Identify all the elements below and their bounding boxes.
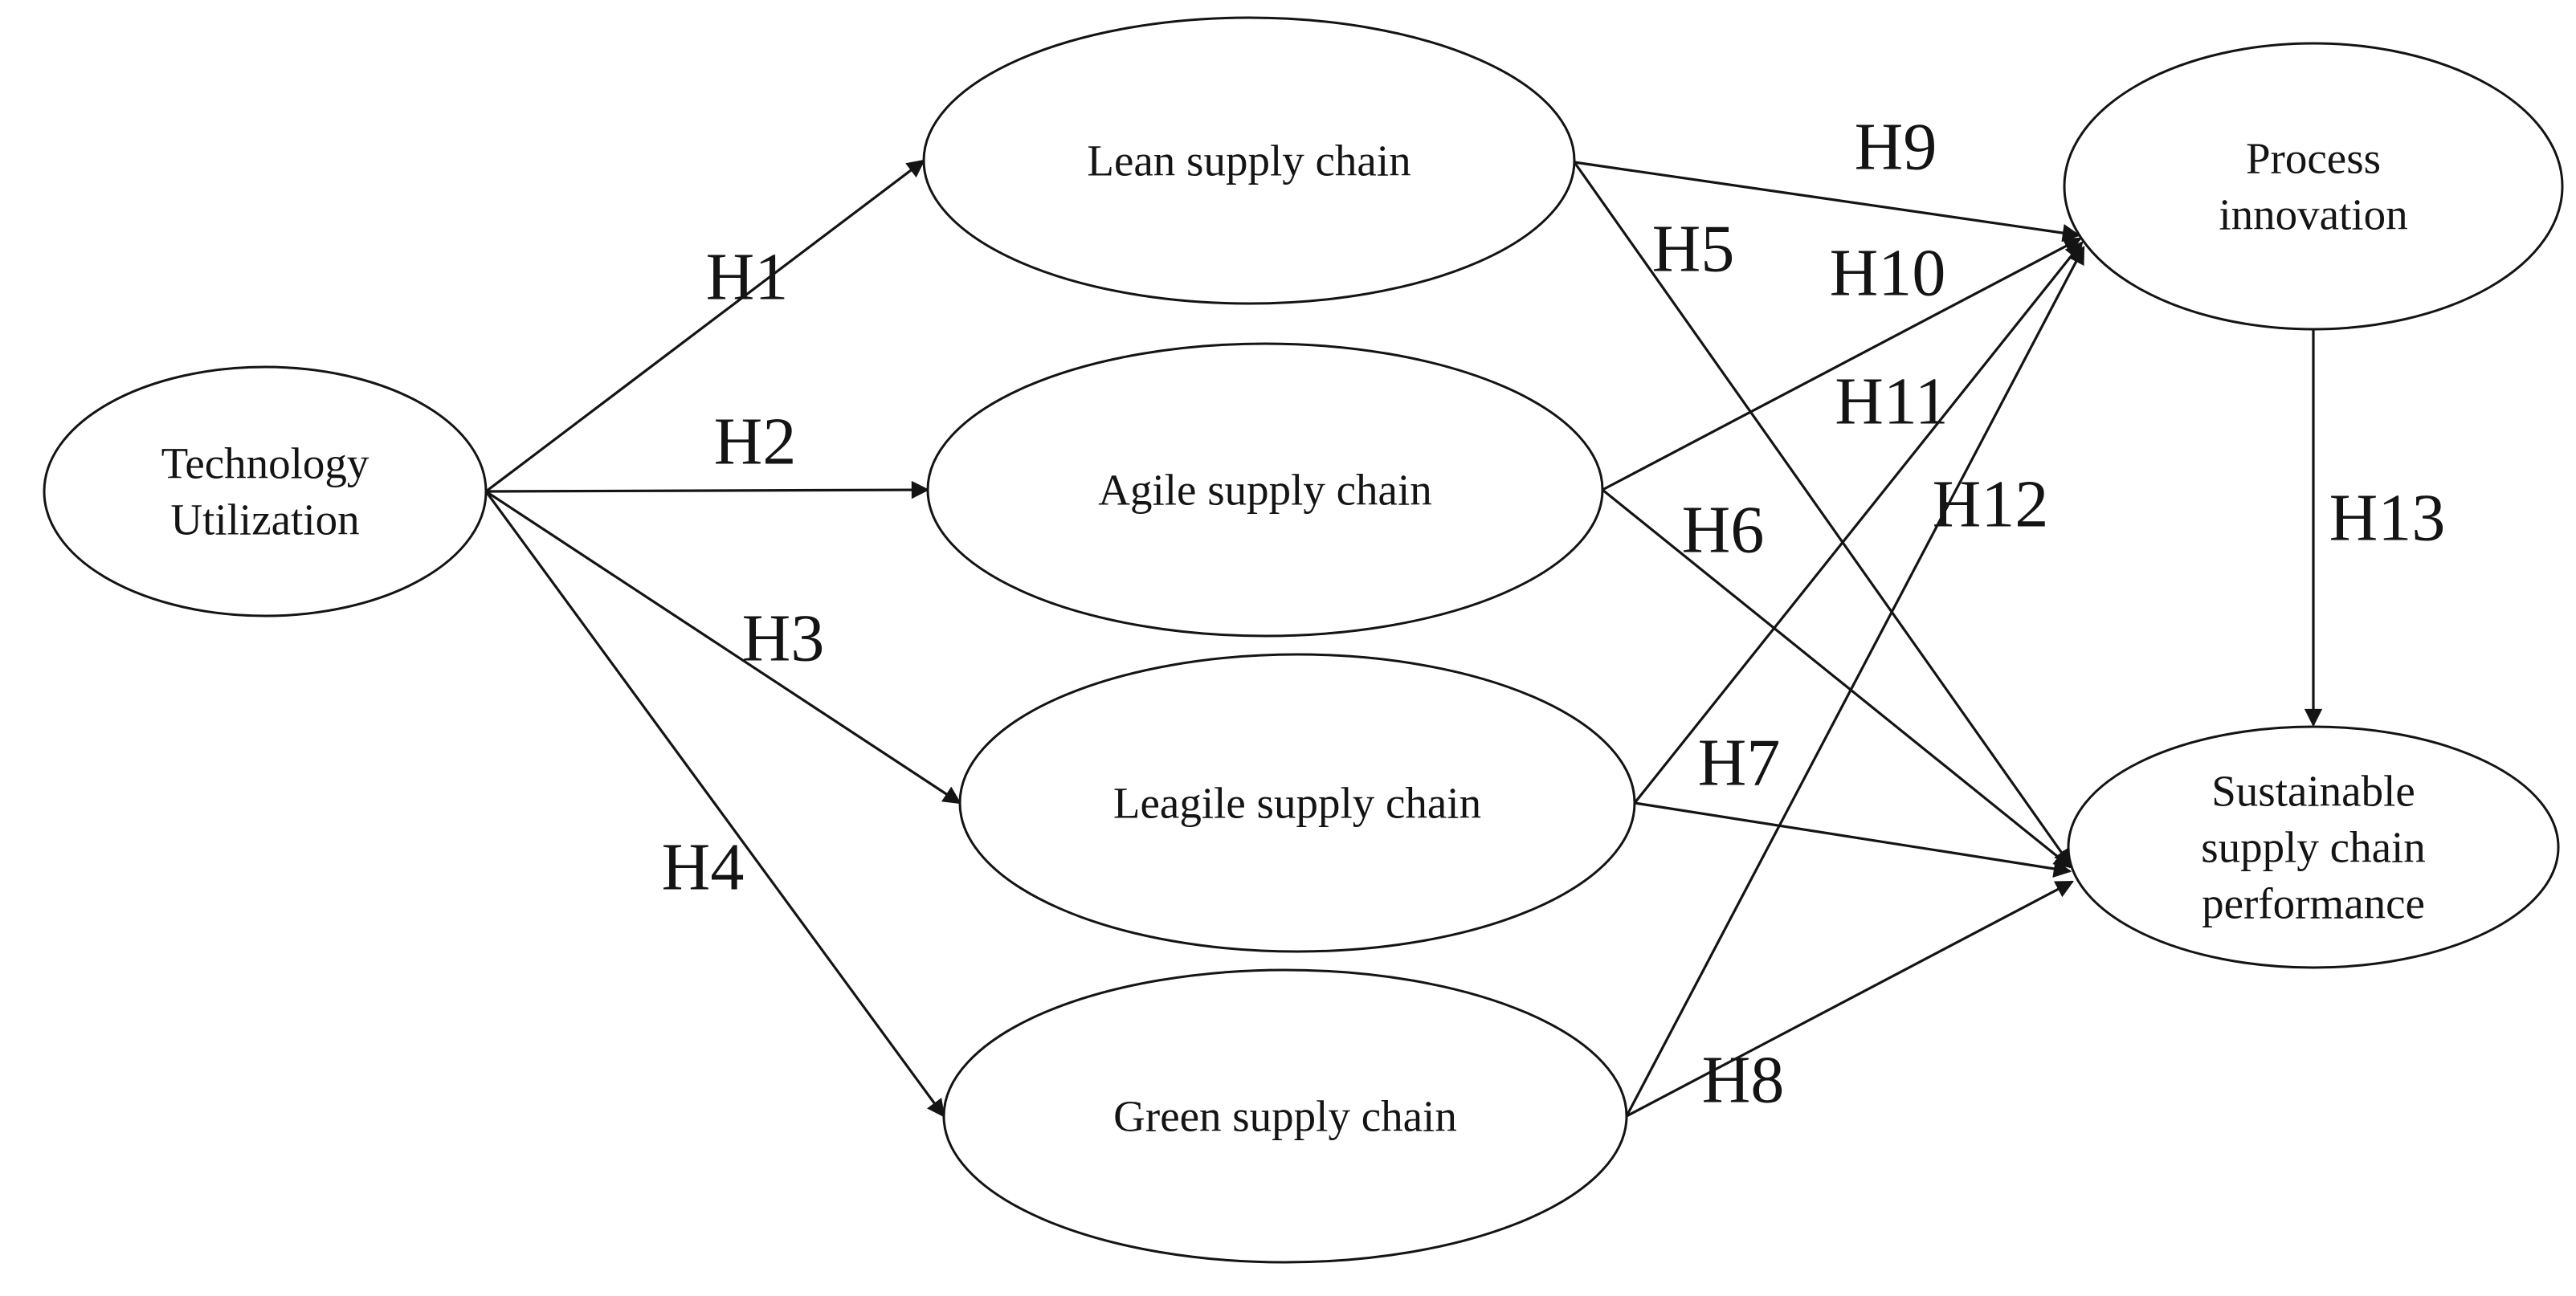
node-label-line-leagile-supply-chain: Leagile supply chain <box>1113 779 1481 828</box>
edge-label-h12: H12 <box>1933 467 2049 542</box>
node-ellipse-leagile-supply-chain <box>958 653 1636 953</box>
edge-label-h9: H9 <box>1855 110 1937 185</box>
edge-label-h2: H2 <box>714 405 797 479</box>
edge-label-h8: H8 <box>1702 1043 1785 1118</box>
node-label-line-lean-supply-chain: Lean supply chain <box>1087 137 1410 185</box>
edge-line-h1 <box>485 159 925 493</box>
edge-label-h10: H10 <box>1830 236 1946 311</box>
node-label-line-process-innovation: innovation <box>2219 190 2407 239</box>
node-label-process-innovation: Process innovation <box>2219 134 2407 239</box>
edge-label-h3: H3 <box>742 601 825 676</box>
edge-line-h11 <box>1633 241 2084 804</box>
edge-line-h8 <box>1626 880 2074 1118</box>
edge-line-h2 <box>485 480 930 499</box>
edge-line-h12 <box>1625 246 2085 1117</box>
node-label-line-technology-utilization: Utilization <box>170 495 359 544</box>
node-label-leagile-supply-chain: Leagile supply chain <box>1113 779 1481 828</box>
edges-layer <box>484 159 2323 1118</box>
edge-line-h3 <box>485 490 961 805</box>
edge-label-h13: H13 <box>2329 481 2446 556</box>
edge-line-h9 <box>1574 161 2081 242</box>
node-label-green-supply-chain: Green supply chain <box>1113 1092 1457 1141</box>
edge-line-h6 <box>1601 488 2072 869</box>
node-label-line-sustainable-supply-chain-performance: Sustainable <box>2211 767 2415 816</box>
node-ellipse-process-innovation <box>2063 42 2564 331</box>
node-label-line-process-innovation: Process <box>2246 134 2381 183</box>
node-ellipse-sustainable-supply-chain-performance <box>2067 725 2560 969</box>
node-label-sustainable-supply-chain-performance: Sustainable supply chain performance <box>2201 767 2426 928</box>
node-ellipse-technology-utilization <box>43 365 488 617</box>
node-ellipse-green-supply-chain <box>942 968 1628 1264</box>
node-label-line-green-supply-chain: Green supply chain <box>1113 1092 1457 1141</box>
node-ellipse-lean-supply-chain <box>922 16 1576 305</box>
node-label-agile-supply-chain: Agile supply chain <box>1098 466 1431 515</box>
edge-line-h7 <box>1634 801 2072 878</box>
node-label-lean-supply-chain: Lean supply chain <box>1087 137 1410 185</box>
edge-label-h4: H4 <box>662 830 745 905</box>
edge-label-h5: H5 <box>1652 212 1735 287</box>
edge-label-h6: H6 <box>1682 493 1765 568</box>
edge-line-h4 <box>484 491 945 1118</box>
node-label-line-technology-utilization: Technology <box>161 439 369 488</box>
edge-label-h11: H11 <box>1835 365 1949 439</box>
edge-label-h1: H1 <box>706 240 789 315</box>
node-label-line-sustainable-supply-chain-performance: performance <box>2202 879 2425 928</box>
edge-line-h10 <box>1602 237 2082 491</box>
node-ellipse-agile-supply-chain <box>926 342 1604 638</box>
edge-label-h7: H7 <box>1698 726 1781 801</box>
node-label-line-agile-supply-chain: Agile supply chain <box>1098 466 1431 515</box>
edge-line-h5 <box>1573 161 2072 867</box>
node-label-line-sustainable-supply-chain-performance: supply chain <box>2201 823 2426 872</box>
